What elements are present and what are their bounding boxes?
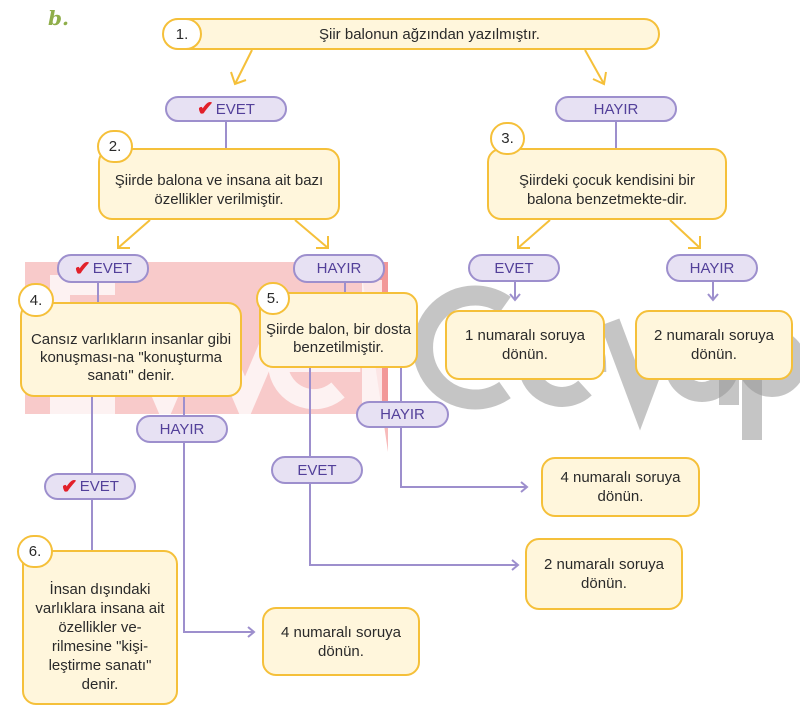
question-2-box: Şiirde balona ve insana ait bazı özellik…: [98, 148, 340, 220]
result-text: 4 numaralı soruya dönün.: [560, 469, 681, 505]
result-text: 2 numaralı soruya dönün.: [653, 327, 775, 363]
question-2-number: 2.: [97, 130, 133, 163]
q1-evet-label: EVET: [215, 100, 255, 118]
q2-evet-pill[interactable]: ✔EVET: [57, 254, 149, 283]
question-6-text: İnsan dışındaki varlıklara insana ait öz…: [35, 580, 165, 693]
q5-hayir-label: HAYIR: [380, 406, 425, 423]
question-1-box: Şiir balonun ağzından yazılmıştır.: [163, 18, 660, 50]
q1-hayir-label: HAYIR: [593, 100, 639, 118]
result-text: 2 numaralı soruya dönün.: [543, 556, 665, 592]
question-4-box: Cansız varlıkların insanlar gibi konuşma…: [20, 302, 242, 397]
q4-hayir-pill[interactable]: HAYIR: [136, 415, 228, 443]
q5-evet-label: EVET: [297, 461, 337, 479]
question-1-text: Şiir balonun ağzından yazılmıştır.: [319, 25, 540, 43]
check-mark-icon: ✔: [61, 475, 78, 498]
question-6-number: 6.: [17, 535, 53, 568]
question-3-box: Şiirdeki çocuk kendisini bir balona benz…: [487, 148, 727, 220]
question-3-number: 3.: [490, 122, 525, 155]
check-mark-icon: ✔: [197, 98, 214, 120]
question-1-number: 1.: [162, 18, 202, 50]
q4-evet-label: EVET: [79, 478, 119, 495]
q3-evet-pill[interactable]: EVET: [468, 254, 560, 282]
question-6-box: İnsan dışındaki varlıklara insana ait öz…: [22, 550, 178, 705]
q1-hayir-pill[interactable]: HAYIR: [555, 96, 677, 122]
result-q3-evet-box: 1 numaralı soruya dönün.: [445, 310, 605, 380]
question-5-text: Şiirde balon, bir dosta benzetilmiştir.: [265, 321, 412, 356]
question-3-text: Şiirdeki çocuk kendisini bir balona benz…: [519, 172, 695, 208]
result-q4-hayir-box: 4 numaralı soruya dönün.: [262, 607, 420, 676]
q2-hayir-label: HAYIR: [316, 260, 362, 277]
q3-evet-label: EVET: [494, 259, 534, 277]
q3-hayir-label: HAYIR: [689, 259, 735, 277]
q2-hayir-pill[interactable]: HAYIR: [293, 254, 385, 283]
question-4-text: Cansız varlıkların insanlar gibi konuşma…: [30, 331, 232, 384]
q4-evet-pill[interactable]: ✔EVET: [44, 473, 136, 500]
q3-hayir-pill[interactable]: HAYIR: [666, 254, 758, 282]
q4-hayir-label: HAYIR: [159, 420, 205, 438]
question-5-box: Şiirde balon, bir dosta benzetilmiştir.: [259, 292, 418, 368]
question-4-number: 4.: [18, 283, 54, 317]
question-2-text: Şiirde balona ve insana ait bazı özellik…: [114, 172, 324, 208]
q1-evet-pill[interactable]: ✔EVET: [165, 96, 287, 122]
result-q5-evet-box: 2 numaralı soruya dönün.: [525, 538, 683, 610]
check-mark-icon: ✔: [74, 257, 91, 280]
question-5-number: 5.: [256, 282, 290, 315]
section-label: b.: [48, 6, 69, 30]
result-q5-hayir-box: 4 numaralı soruya dönün.: [541, 457, 700, 517]
q5-hayir-pill[interactable]: HAYIR: [356, 401, 449, 428]
result-text: 4 numaralı soruya dönün.: [280, 623, 402, 660]
q5-evet-pill[interactable]: EVET: [271, 456, 363, 484]
result-q3-hayir-box: 2 numaralı soruya dönün.: [635, 310, 793, 380]
result-text: 1 numaralı soruya dönün.: [464, 327, 586, 363]
q2-evet-label: EVET: [92, 260, 132, 277]
